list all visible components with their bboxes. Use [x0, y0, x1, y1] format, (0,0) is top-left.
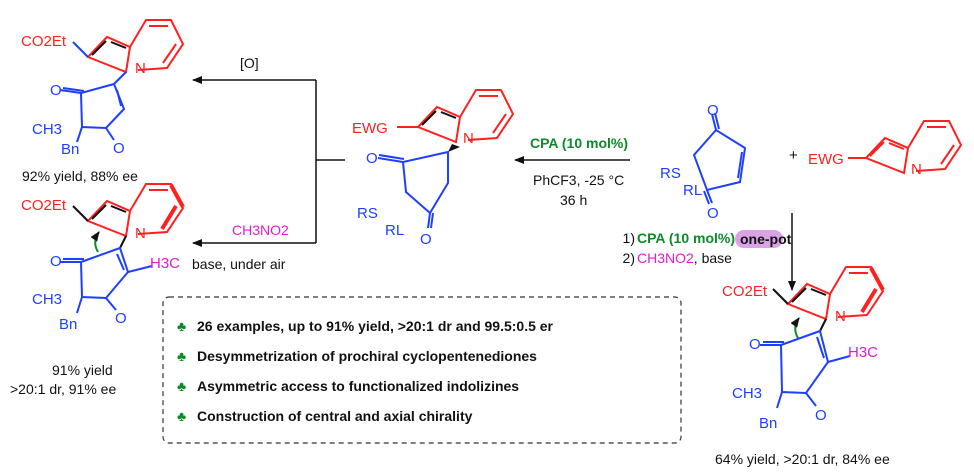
rs-label: RS: [660, 165, 681, 182]
indolizine-n-label: N: [911, 161, 922, 178]
onepot-badge: [735, 230, 783, 248]
benzyl-label: Bn: [759, 415, 777, 432]
methyl-label: CH3: [32, 121, 62, 138]
nitromethane-label: CH3NO2: [232, 222, 289, 238]
h3c-label: H3C: [848, 344, 878, 361]
carbonyl-o-label: O: [366, 150, 378, 167]
methyl-label: CH3: [32, 291, 62, 308]
rl-label: RL: [385, 222, 404, 239]
onepot-step1-catalyst: CPA (10 mol%): [637, 230, 735, 246]
indolizine-n-label: N: [135, 60, 146, 77]
carbonyl-o-label: O: [707, 205, 719, 222]
carbonyl-o-label: O: [420, 231, 432, 248]
yield-onepot: 64% yield, >20:1 dr, 84% ee: [715, 451, 890, 467]
indolizine-n-label: N: [835, 308, 846, 325]
highlight-bullet: ♣: [177, 318, 186, 334]
indolizine-n-label: N: [463, 130, 474, 147]
onepot-step2-reagent: CH3NO2: [637, 250, 694, 266]
oxidation-label: [O]: [240, 55, 259, 71]
carbonyl-o-label: O: [113, 140, 125, 157]
co2et-label: CO2Et: [21, 197, 67, 214]
carbonyl-o-label: O: [50, 253, 62, 270]
h3c-label: H3C: [150, 255, 180, 272]
benzyl-label: Bn: [61, 141, 79, 158]
onepot-badge-label: one-pot: [740, 231, 792, 247]
product-oxidized: CO2Et N O O CH3 Bn: [21, 19, 185, 158]
branch-arrows: [192, 76, 345, 247]
highlight-item: Asymmetric access to functionalized indo…: [197, 378, 519, 394]
rl-label: RL: [683, 182, 702, 199]
carbonyl-o-label: O: [115, 310, 127, 327]
product-nitromethane: CO2Et N O O H3C CH3 Bn: [21, 183, 185, 333]
highlight-item: 26 examples, up to 91% yield, >20:1 dr a…: [197, 318, 554, 334]
co2et-label: CO2Et: [21, 33, 67, 50]
carbonyl-o-label: O: [749, 336, 761, 353]
ewg-label: EWG: [808, 151, 844, 168]
time-label: 36 h: [560, 192, 587, 208]
co2et-label: CO2Et: [722, 283, 768, 300]
highlights-list: ♣ 26 examples, up to 91% yield, >20:1 dr…: [177, 318, 554, 424]
indolizine-substrate: EWG N: [808, 120, 963, 178]
rs-label: RS: [357, 205, 378, 222]
intermediate-product: EWG N O O RS RL: [352, 89, 515, 248]
product-onepot: CO2Et N O O H3C CH3 Bn: [722, 266, 885, 432]
methyl-label: CH3: [732, 385, 762, 402]
onepot-step1-num: 1): [623, 230, 635, 246]
selectivity-nitro: >20:1 dr, 91% ee: [10, 381, 116, 397]
carbonyl-o-label: O: [707, 102, 719, 119]
nitro-conditions: base, under air: [192, 256, 286, 272]
indolizine-n-label: N: [135, 225, 146, 242]
benzyl-label: Bn: [59, 316, 77, 333]
carbonyl-o-label: O: [815, 407, 827, 424]
solvent-temp-label: PhCF3, -25 °C: [533, 172, 624, 188]
cyclopentenedione-substrate: [692, 112, 747, 205]
catalyst-label: CPA (10 mol%): [530, 135, 628, 151]
onepot-step2-num: 2): [623, 250, 635, 266]
highlight-bullet: ♣: [177, 378, 186, 394]
ewg-label: EWG: [352, 120, 388, 137]
yield-oxidized: 92% yield, 88% ee: [22, 168, 138, 184]
highlight-item: Construction of central and axial chiral…: [197, 408, 473, 424]
onepot-step1-text: CPA (10 mol%): [637, 230, 735, 246]
plus-sign: +: [789, 147, 798, 164]
onepot-step2-suffix: , base: [694, 250, 732, 266]
highlights-box: [162, 296, 682, 444]
yield-nitro: 91% yield: [52, 362, 113, 378]
carbonyl-o-label: O: [50, 82, 62, 99]
highlight-bullet: ♣: [177, 348, 186, 364]
highlight-item: Desymmetrization of prochiral cyclopente…: [197, 348, 537, 364]
highlight-bullet: ♣: [177, 408, 186, 424]
onepot-step2-text: CH3NO2, base: [637, 250, 732, 266]
